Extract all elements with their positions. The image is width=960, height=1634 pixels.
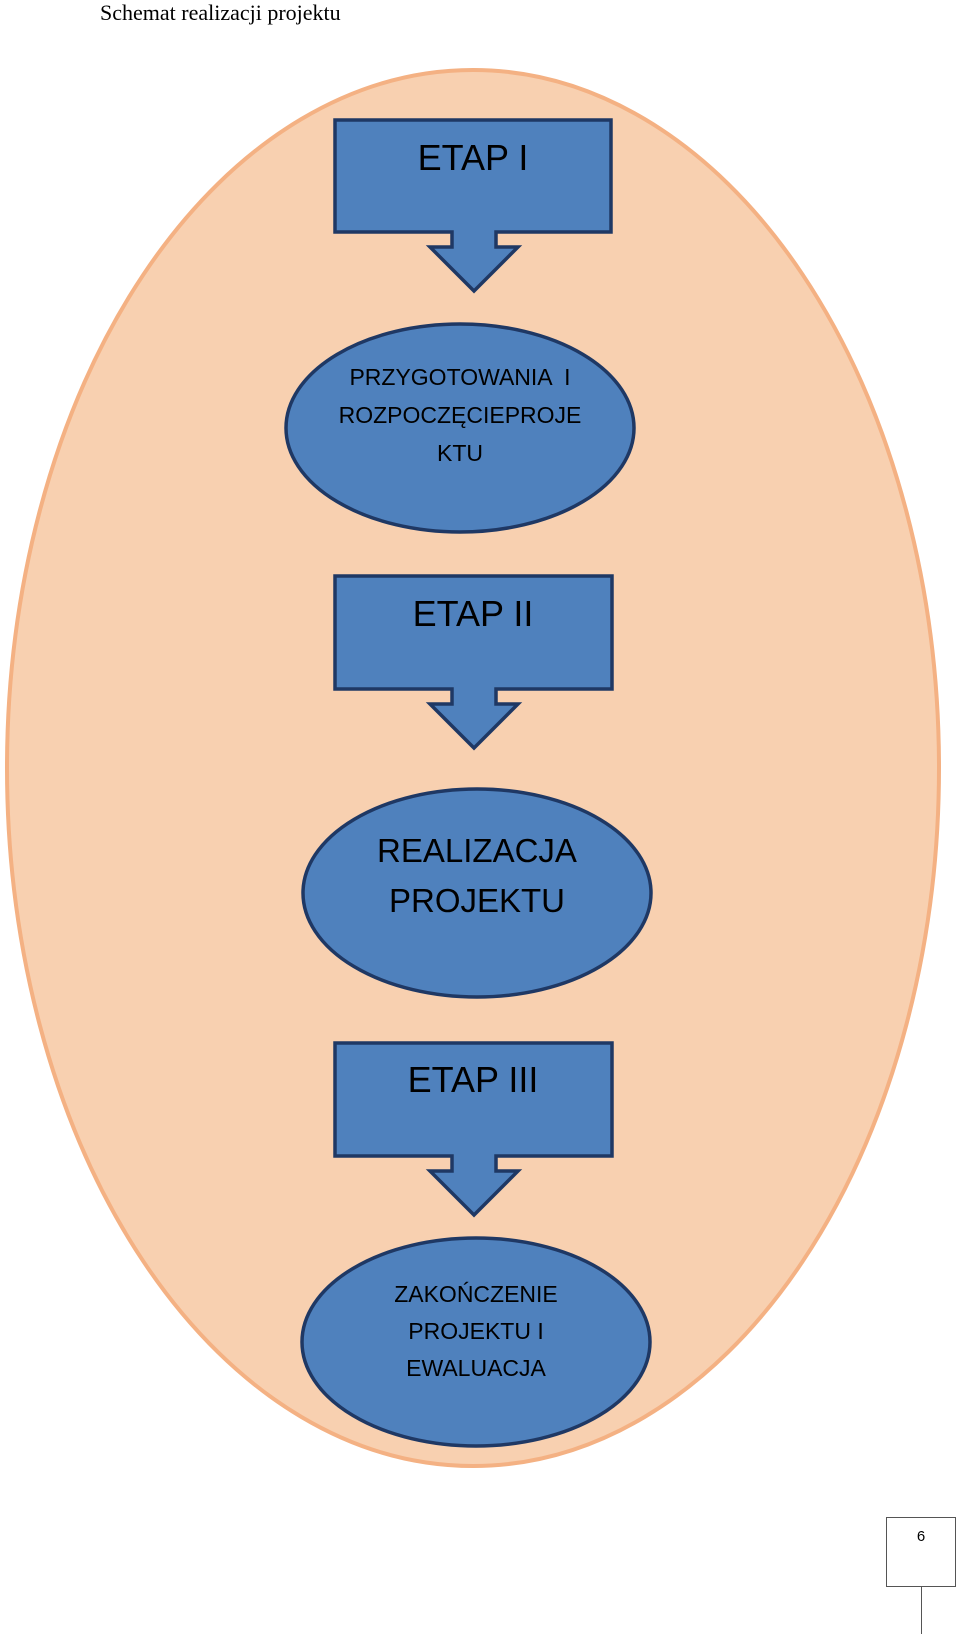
phase-1-ellipse (284, 322, 636, 534)
phase-2-ellipse (301, 787, 653, 999)
stage-2-label: ETAP II (413, 593, 534, 634)
stage-1-arrow-box (333, 118, 613, 294)
page-number: 6 (916, 1528, 926, 1545)
phase-3-line-1: ZAKOŃCZENIE (394, 1281, 558, 1307)
phase-2-line-1: REALIZACJA (377, 832, 577, 869)
stage-1-label: ETAP I (418, 137, 529, 178)
page-number-stem (921, 1587, 922, 1634)
stage-3-label: ETAP III (408, 1059, 539, 1100)
phase-3-line-2: PROJEKTU I (408, 1318, 543, 1344)
phase-2-line-2: PROJEKTU (389, 882, 565, 919)
page-number-box: 6 (886, 1517, 956, 1587)
phase-1-line-1: PRZYGOTOWANIA I (349, 364, 570, 390)
stage-3-arrow-box (333, 1041, 614, 1218)
background-oval (5, 68, 941, 1468)
phase-3-ellipse (300, 1236, 652, 1448)
phase-1-line-3: KTU (437, 440, 483, 466)
page-title: Schemat realizacji projektu (100, 0, 341, 25)
phase-1-line-2: ROZPOCZĘCIEPROJE (339, 402, 582, 428)
phase-3-line-3: EWALUACJA (406, 1355, 546, 1381)
stage-2-arrow-box (333, 574, 614, 751)
